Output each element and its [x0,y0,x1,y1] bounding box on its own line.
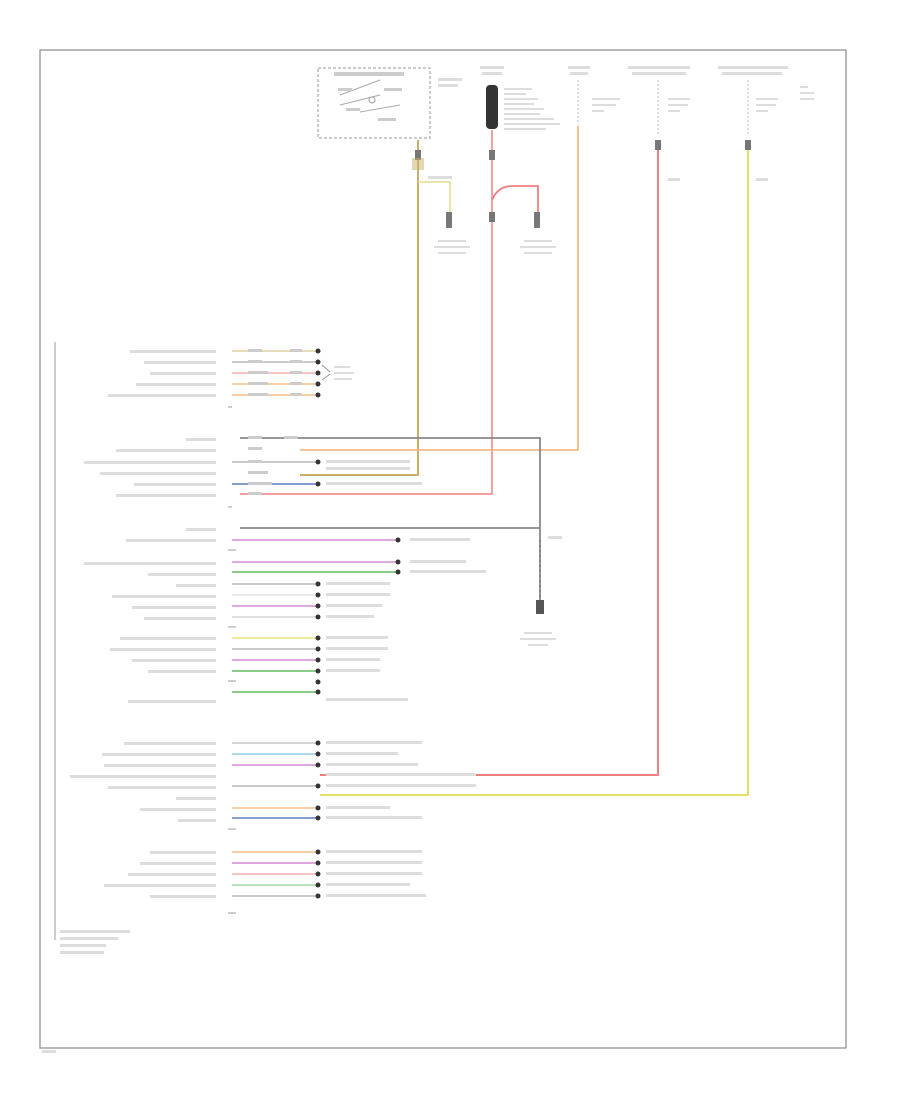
wire-pink-fuse1 [240,130,493,495]
wire-orange-fuse2 [300,126,579,451]
wire-ground-bus [240,437,541,612]
pin-group-2 [84,436,422,508]
pin-group-6 [104,849,426,914]
fuse-block-4 [718,66,788,135]
wire-ignition-feed [300,140,419,476]
ignition-switch [317,67,431,139]
pin-group-1 [108,348,354,408]
wire-yellow-fuse4 [320,140,749,796]
pin-group-3 [84,528,486,628]
module-name-block [60,930,130,954]
fuse-block-2 [568,66,620,125]
fuse-block-1 [480,66,560,130]
wire-pink-fuse3 [320,140,659,776]
pin-group-5 [70,740,476,830]
fuse-block-3 [628,66,690,135]
diagram-border [39,49,847,1049]
pin-group-4 [110,635,408,703]
page-ref [42,1050,56,1053]
